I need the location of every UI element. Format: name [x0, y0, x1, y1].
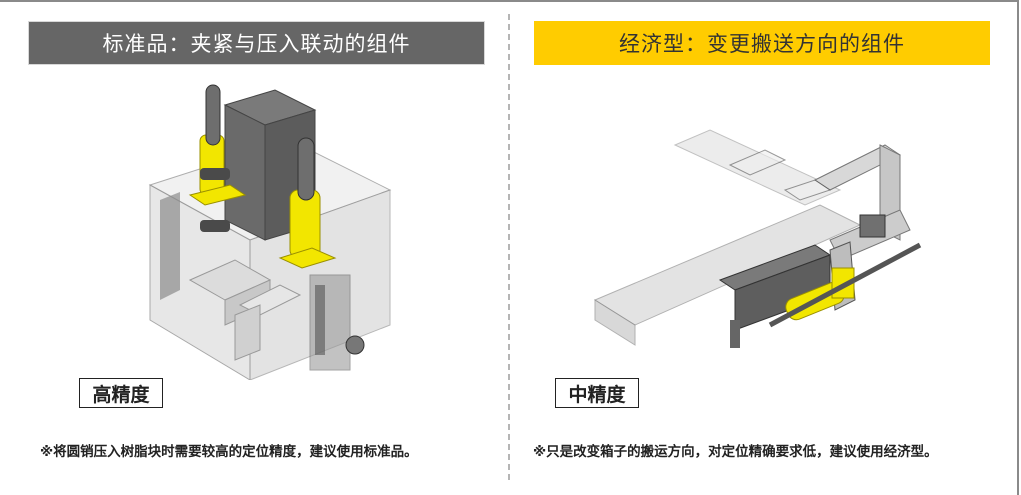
high-precision-badge: 高精度 — [79, 378, 163, 408]
medium-precision-badge: 中精度 — [555, 378, 639, 408]
conveyor-direction-illustration — [593, 129, 922, 348]
economy-note: ※只是改变箱子的搬运方向，对定位精确要求低，建议使用经济型。 — [533, 444, 938, 460]
standard-banner-title: 标准品：夹紧与压入联动的组件 — [102, 32, 411, 56]
standard-note: ※将圆销压入树脂块时需要较高的定位精度，建议使用标准品。 — [40, 444, 418, 460]
high-precision-label: 高精度 — [92, 383, 150, 406]
medium-precision-label: 中精度 — [568, 383, 626, 406]
panel-divider — [508, 14, 510, 480]
economy-banner-title: 经济型：变更搬送方向的组件 — [619, 32, 905, 56]
press-fit-clamp-illustration — [148, 84, 392, 380]
standard-banner: 标准品：夹紧与压入联动的组件 — [28, 21, 485, 65]
economy-banner: 经济型：变更搬送方向的组件 — [534, 21, 990, 65]
